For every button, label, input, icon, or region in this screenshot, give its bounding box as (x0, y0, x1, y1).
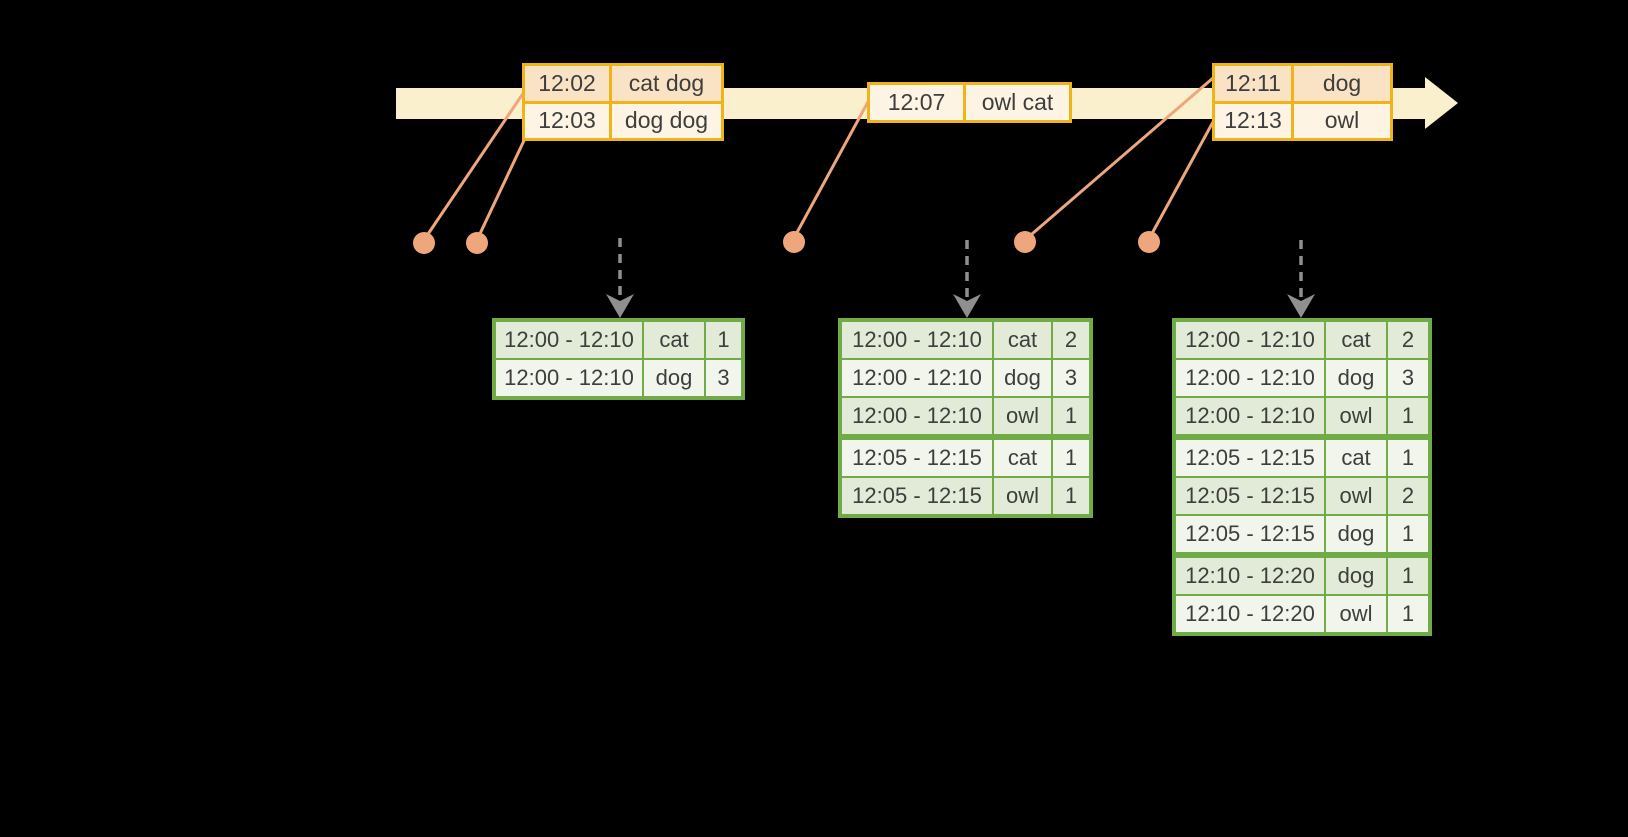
result-row: 12:00 - 12:10 cat 2 (1176, 322, 1428, 358)
window-cell: 12:00 - 12:10 (1176, 322, 1324, 358)
word-cell: owl (994, 398, 1051, 434)
event-connector-line (1024, 76, 1214, 242)
word-cell: cat (994, 440, 1051, 476)
result-row: 12:05 - 12:15 cat 1 (842, 440, 1089, 476)
word-cell: owl (1326, 596, 1386, 632)
event-time-cell: 12:02 (525, 66, 609, 101)
result-table-3: 12:00 - 12:10 cat 2 12:00 - 12:10 dog 3 … (1172, 318, 1432, 636)
word-cell: owl (1326, 398, 1386, 434)
count-cell: 1 (1388, 516, 1428, 552)
event-time-cell: 12:11 (1215, 66, 1291, 101)
window-cell: 12:00 - 12:10 (1176, 398, 1324, 434)
window-cell: 12:10 - 12:20 (1176, 558, 1324, 594)
result-table-1: 12:00 - 12:10 cat 1 12:00 - 12:10 dog 3 (492, 318, 745, 400)
event-time-cell: 12:07 (870, 85, 963, 120)
window-cell: 12:05 - 12:15 (1176, 478, 1324, 514)
result-row: 12:05 - 12:15 cat 1 (1176, 440, 1428, 476)
result-row: 12:10 - 12:20 dog 1 (1176, 558, 1428, 594)
word-cell: cat (1326, 440, 1386, 476)
word-cell: dog (1326, 360, 1386, 396)
event-batch-table-3: 12:11 dog 12:13 owl (1212, 63, 1393, 141)
event-time-cell: 12:13 (1215, 103, 1291, 138)
count-cell: 1 (1388, 440, 1428, 476)
event-dot-icon (413, 232, 435, 254)
count-cell: 3 (706, 360, 741, 396)
count-cell: 1 (1053, 440, 1089, 476)
event-dot-icon (1014, 231, 1036, 253)
result-row: 12:00 - 12:10 cat 1 (496, 322, 741, 358)
window-cell: 12:05 - 12:15 (842, 440, 992, 476)
trigger-down-arrow-icon (606, 238, 634, 318)
count-cell: 2 (1388, 322, 1428, 358)
count-cell: 1 (1053, 478, 1089, 514)
trigger-down-arrow-icon (1287, 240, 1315, 318)
result-row: 12:00 - 12:10 owl 1 (1176, 398, 1428, 434)
result-row: 12:00 - 12:10 dog 3 (496, 360, 741, 396)
word-cell: dog (1326, 516, 1386, 552)
window-cell: 12:00 - 12:10 (842, 322, 992, 358)
result-row: 12:00 - 12:10 owl 1 (842, 398, 1089, 434)
count-cell: 3 (1053, 360, 1089, 396)
count-cell: 1 (1388, 558, 1428, 594)
word-cell: dog (644, 360, 704, 396)
result-row: 12:00 - 12:10 cat 2 (842, 322, 1089, 358)
result-row: 12:05 - 12:15 dog 1 (1176, 516, 1428, 552)
result-row: 12:10 - 12:20 owl 1 (1176, 596, 1428, 632)
word-cell: cat (1326, 322, 1386, 358)
event-words-cell: owl (1294, 103, 1390, 138)
count-cell: 1 (1388, 398, 1428, 434)
word-cell: dog (994, 360, 1051, 396)
event-connector-line (1147, 121, 1215, 240)
event-words-cell: owl cat (966, 85, 1069, 120)
result-row: 12:05 - 12:15 owl 2 (1176, 478, 1428, 514)
count-cell: 2 (1388, 478, 1428, 514)
event-words-cell: dog (1294, 66, 1390, 101)
window-cell: 12:00 - 12:10 (496, 360, 642, 396)
word-cell: owl (1326, 478, 1386, 514)
event-connector-line (422, 91, 526, 241)
result-row: 12:05 - 12:15 owl 1 (842, 478, 1089, 514)
event-time-cell: 12:03 (525, 103, 609, 138)
window-cell: 12:05 - 12:15 (842, 478, 992, 514)
event-words-cell: dog dog (612, 103, 721, 138)
window-cell: 12:00 - 12:10 (496, 322, 642, 358)
event-dot-icon (466, 232, 488, 254)
event-dot-icon (783, 231, 805, 253)
result-row: 12:00 - 12:10 dog 3 (1176, 360, 1428, 396)
window-cell: 12:10 - 12:20 (1176, 596, 1324, 632)
word-cell: cat (644, 322, 704, 358)
count-cell: 1 (706, 322, 741, 358)
word-cell: owl (994, 478, 1051, 514)
event-batch-table-2: 12:07 owl cat (867, 82, 1072, 123)
event-batch-table-1: 12:02 cat dog 12:03 dog dog (522, 63, 724, 141)
event-time-axis-arrowhead-icon (1425, 77, 1458, 129)
window-cell: 12:05 - 12:15 (1176, 516, 1324, 552)
result-table-2: 12:00 - 12:10 cat 2 12:00 - 12:10 dog 3 … (838, 318, 1093, 518)
window-cell: 12:05 - 12:15 (1176, 440, 1324, 476)
count-cell: 1 (1053, 398, 1089, 434)
count-cell: 3 (1388, 360, 1428, 396)
word-cell: dog (1326, 558, 1386, 594)
window-cell: 12:00 - 12:10 (1176, 360, 1324, 396)
count-cell: 2 (1053, 322, 1089, 358)
window-cell: 12:00 - 12:10 (842, 360, 992, 396)
word-cell: cat (994, 322, 1051, 358)
event-dot-icon (1138, 231, 1160, 253)
event-words-cell: cat dog (612, 66, 721, 101)
count-cell: 1 (1388, 596, 1428, 632)
result-row: 12:00 - 12:10 dog 3 (842, 360, 1089, 396)
event-connector-line (475, 129, 531, 241)
event-connector-line (792, 99, 871, 239)
window-cell: 12:00 - 12:10 (842, 398, 992, 434)
trigger-down-arrow-icon (953, 240, 981, 318)
